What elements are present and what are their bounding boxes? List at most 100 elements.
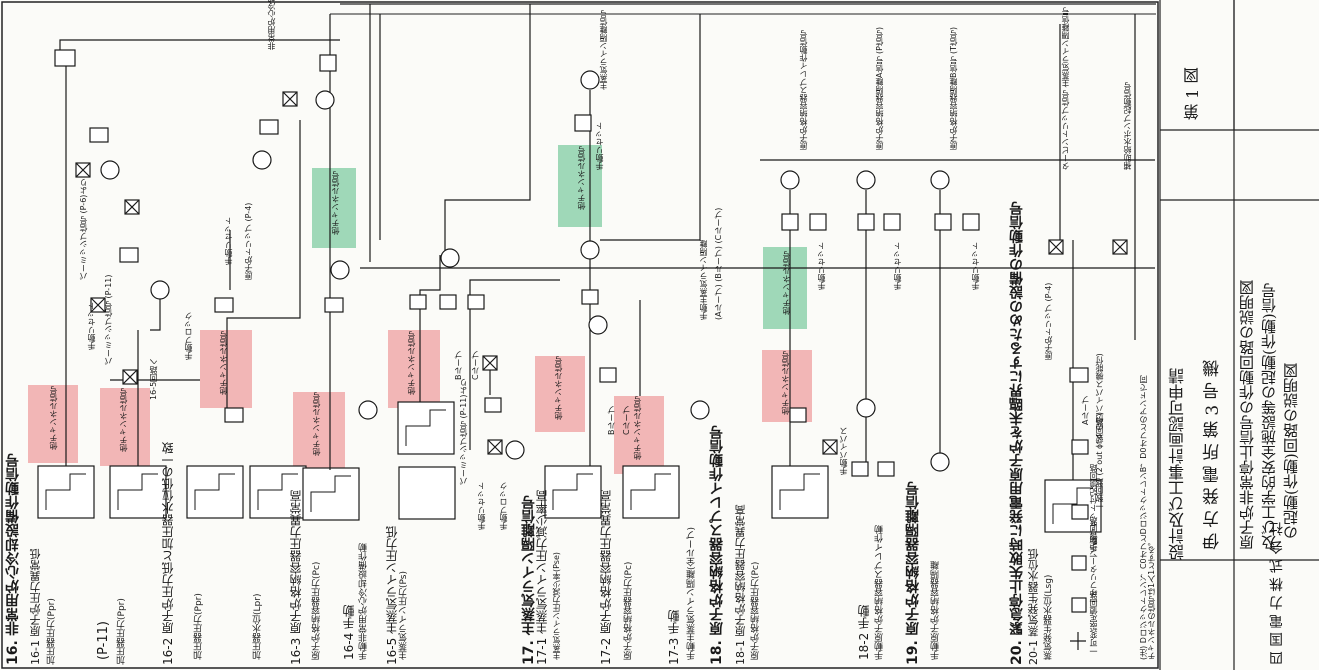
tb-company: 四 国 電 力 株 式 会 社 — [1269, 521, 1285, 665]
loop-c-1: Cループ — [471, 350, 480, 380]
sub-16-1b: (P-11) — [96, 621, 111, 660]
sig-16-2b: 加圧器水位(Lpr) — [253, 593, 263, 660]
other-channel-17-1: 他チャンネル信号 — [554, 356, 563, 420]
sig-16-5: 主蒸気ライン圧力(Ps) — [399, 571, 409, 660]
sig-17-3: 手動主蒸気ライン隔離(全ループ) — [687, 526, 697, 660]
memory-symbols — [100, 70, 950, 472]
tb-application: 設計及び工事計画認可申請 — [1168, 368, 1187, 560]
manual-reset-3: 手動リセット — [477, 482, 486, 530]
pink-highlights — [28, 330, 812, 474]
loops-label: (Aループ) (Bループ) (Cループ) — [714, 207, 723, 320]
sig-17-1: 主蒸気ライン圧力減少率(Pse) — [552, 551, 561, 660]
legend-symbols — [1070, 439, 1089, 650]
permissive-p11: パーミッシブ信号 (P-11) — [104, 274, 113, 366]
tb-plant: 伊 方 発 電 所 第 3 号 機 — [1203, 359, 1223, 550]
sig-19: 手動原子炉格納容器隔離 — [931, 561, 941, 660]
section-19-header: 19. 原子炉格納容器隔離信号 — [905, 481, 921, 665]
cv-isolation-t-label: 原子炉格納容器隔離B信号 (T信号) — [949, 26, 958, 150]
manual-block-1: 手動ブロック — [184, 312, 193, 360]
highlight-green-1 — [312, 168, 356, 248]
sig-16-3: 原子炉格納容器圧力(Pc) — [312, 561, 322, 660]
section-17-header: 17. 主蒸気ライン隔離信号 — [521, 495, 537, 665]
tb-title-2: 及び工学的安全施設等の起動(作動)信号 — [1260, 283, 1278, 550]
other-channel-16-5: 他チャンネル信号 — [407, 331, 416, 395]
eccs-signal-label: 非常用炉心冷却設備作動信号 — [267, 0, 276, 50]
manual-reset-7: 手動リセット — [971, 242, 980, 290]
manual-reset-5: 手動リセット — [817, 242, 826, 290]
aux-feed-label: 補助給水ポンプ起動信号 — [1123, 82, 1132, 170]
input-boxes — [37, 401, 1102, 533]
section-20-header: 20. 緊急停止失敗時に発電用原子炉を未臨界にするための設備の作動信号 — [1009, 201, 1025, 665]
highlight-green-3 — [763, 247, 807, 329]
sub-17-2: 17-2 原子炉格納容器圧力異常高 — [599, 489, 613, 665]
sig-16-4: 手動非常用炉心冷却設備作動 — [359, 543, 369, 660]
sig-16-1: 加圧器圧力(Ppr) — [47, 598, 57, 665]
manual-ms-all: 手動主蒸気ライン隔離 — [699, 240, 708, 320]
section-16-header: 16. 非常用炉心冷却設備作動信号 — [5, 453, 21, 665]
legend-5: 一致回路 (バイパス機能付) — [1095, 353, 1104, 450]
sub-16-5: 16-5 主蒸気ライン圧力低 — [385, 525, 399, 665]
other-channel-16-1: 他チャンネル信号 — [49, 386, 58, 450]
reactor-trip-p4: 原子炉トリップ (P-4) — [244, 202, 253, 280]
title-block-grid — [1159, 0, 1319, 670]
loop-b-2: Bループ — [607, 405, 616, 436]
green-highlights — [312, 145, 807, 329]
legend-2: 一オフリターン記憶回路 — [1089, 517, 1098, 605]
section-18-header: 18. 原子炉格納容器スプレイ作動信号 — [709, 425, 725, 665]
cv-isolation-p-label: 原子炉格納容器隔離A信号 (P信号) — [875, 26, 884, 150]
to-16-5: 16-5回路へ — [149, 357, 158, 400]
loop-c-2: Cループ — [622, 405, 631, 435]
manual-bypass: 手動バイパス — [839, 427, 848, 475]
loop-a-20: Aループ — [1081, 395, 1090, 425]
highlight-17-1 — [535, 356, 585, 432]
legend-4: 一致回路 (2 out of 4 の例) — [1095, 412, 1104, 510]
highlight-16-1 — [28, 385, 78, 463]
other-channel-17-2: 他チャンネル信号 — [633, 396, 642, 460]
sig-20-1: 蒸気発生器水位(Lsg) — [1044, 574, 1054, 660]
other-channel-green-2: 他チャンネル信号 — [577, 146, 586, 210]
sig-18-1: 原子炉格納容器圧力(Pc) — [751, 561, 761, 660]
sig-16-1b: 加圧器圧力(Ppr) — [117, 598, 127, 665]
tb-title-3: の起動(作動)回路の説明図 — [1282, 363, 1300, 540]
sub-16-1: 16-1 原子炉圧力異常低 — [29, 548, 42, 665]
tb-figure-no: 第 1 図 — [1183, 67, 1202, 120]
sub-17-1: 17-1 主蒸気ライン圧力減少率高 — [535, 489, 549, 665]
other-channel-18-1: 他チャンネル信号 — [781, 351, 790, 415]
highlight-16-5 — [388, 330, 440, 408]
sub-16-4: 16-4 手動 — [342, 604, 356, 660]
tb-title-1: 原子炉非常停止信号の作動回路の説明図 — [1238, 280, 1256, 550]
reactor-trip-p4-2: 原子炉トリップ (P-4) — [1044, 282, 1053, 360]
other-channel-green-3: 他チャンネル信号 — [782, 251, 791, 315]
highlight-17-2 — [614, 396, 664, 474]
sig-18-2: 手動原子炉格納容器スプレイ作動 — [875, 525, 885, 660]
other-channel-16-2: 他チャンネル信号 — [219, 331, 228, 395]
legend-note: (注) Dロジックトレンﾝ，C0オフとDロジックトレンB，D0オフとのアンドで同… — [1139, 375, 1156, 660]
cv-spray-label: 原子炉格納容器スプレイ作動信号 — [799, 30, 808, 150]
manual-block-2: 手動ブロック — [499, 482, 508, 530]
turbine-trip-label: タービントリップ信号 主蒸気ライン隔離信号 — [1061, 7, 1070, 170]
other-channel-green-1: 他チャンネル信号 — [331, 171, 340, 235]
manual-reset-4: 手動リセット — [595, 122, 604, 170]
loop-b-1: Bループ — [454, 350, 463, 381]
highlight-16-3 — [293, 392, 345, 470]
box-curves — [45, 409, 1093, 524]
sig-17-2: 原子炉格納容器圧力(Pc) — [624, 561, 634, 660]
from-p11: パーミッシブ信号 (P-11)より — [459, 378, 468, 486]
manual-reset-1: 手動リセット — [87, 302, 96, 350]
sub-20-1: 20-1 蒸気発生器水位低 — [1027, 548, 1040, 665]
drawing-frame — [1, 1, 1159, 669]
highlight-green-2 — [558, 145, 602, 227]
other-channel-16-1b: 他チャンネル信号 — [119, 388, 128, 452]
sub-17-3: 17-3 手動 — [667, 609, 681, 665]
legend-1: 一可変設定値回路 — [1089, 591, 1098, 655]
manual-reset-6: 手動リセット — [893, 242, 902, 290]
sub-18-1: 18-1 原子炉格納容器圧力異常高 — [734, 504, 747, 665]
ms-isolation-label: 主蒸気ライン隔離信号 — [599, 10, 608, 90]
other-channel-16-3: 他チャンネル信号 — [312, 392, 321, 456]
x-box-symbols — [75, 91, 1128, 455]
gate-symbols — [54, 49, 1089, 477]
highlight-16-1b — [100, 388, 150, 466]
sig-16-2a: 加圧器圧力(Ppr) — [194, 593, 204, 660]
sub-16-3: 16-3 原子炉格納容器圧力異常高 — [289, 489, 303, 665]
